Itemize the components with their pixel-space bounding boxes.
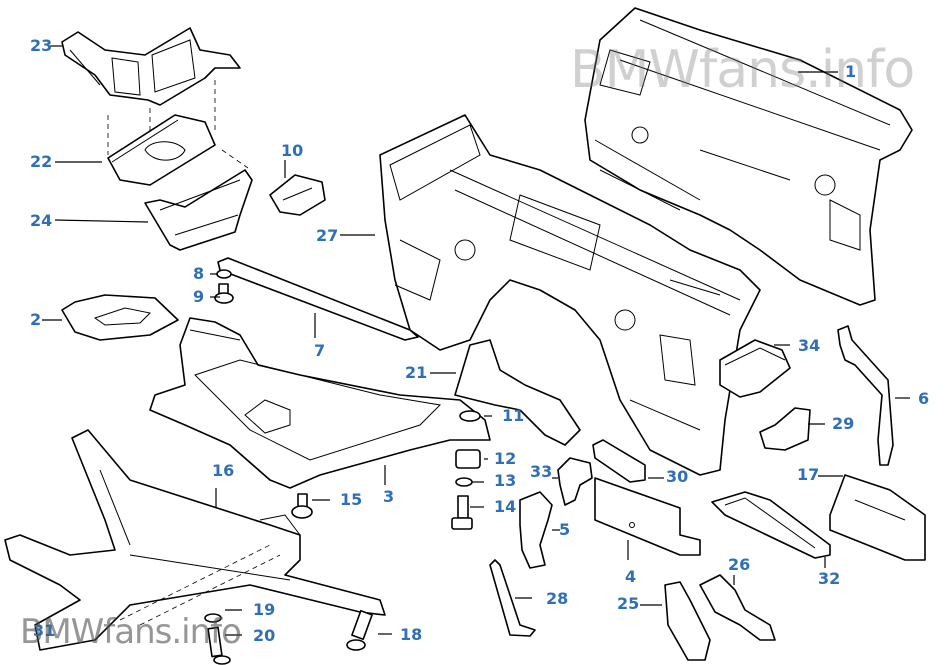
callout-4: 4 bbox=[625, 567, 637, 586]
callout-8: 8 bbox=[193, 264, 205, 283]
part-11-washer bbox=[459, 410, 481, 422]
part-28-rod bbox=[489, 559, 536, 637]
callout-29: 29 bbox=[832, 414, 855, 433]
part-12-bushing bbox=[455, 449, 481, 469]
callout-25: 25 bbox=[617, 594, 640, 613]
watermark-top: BMWfans.info bbox=[570, 40, 915, 100]
callout-32: 32 bbox=[818, 569, 841, 588]
callout-28: 28 bbox=[546, 589, 569, 608]
callout-14: 14 bbox=[494, 497, 517, 516]
callout-12: 12 bbox=[494, 449, 517, 468]
callout-3: 3 bbox=[383, 487, 395, 506]
callout-11: 11 bbox=[502, 406, 525, 425]
part-9-bolt bbox=[214, 283, 234, 304]
watermark-bottom: BMWfans.info bbox=[20, 612, 242, 652]
callout-27: 27 bbox=[316, 226, 339, 245]
callout-19: 19 bbox=[253, 600, 276, 619]
callout-20: 20 bbox=[253, 626, 276, 645]
part-32-trim bbox=[711, 491, 831, 559]
part-6-bracket bbox=[837, 325, 894, 466]
callout-10: 10 bbox=[281, 141, 304, 160]
part-20-bolt bbox=[207, 626, 231, 665]
part-3-floor-pan bbox=[149, 317, 491, 489]
callout-9: 9 bbox=[193, 287, 205, 306]
part-25-bracket bbox=[664, 581, 711, 661]
part-26-bracket bbox=[699, 574, 776, 641]
callout-5: 5 bbox=[559, 520, 571, 539]
callout-16: 16 bbox=[212, 461, 235, 480]
part-4-panel bbox=[594, 477, 701, 556]
part-16-crossmember bbox=[4, 429, 386, 651]
part-34-box-bracket bbox=[719, 339, 791, 398]
dash-line bbox=[119, 544, 271, 621]
part-15-bolt bbox=[291, 493, 313, 519]
leader-lines bbox=[42, 45, 910, 636]
callout-22: 22 bbox=[30, 152, 53, 171]
part-10-bracket bbox=[269, 174, 326, 216]
callout-34: 34 bbox=[798, 336, 821, 355]
part-29-bracket bbox=[759, 407, 811, 451]
part-5-duct bbox=[519, 491, 553, 569]
callout-1: 1 bbox=[845, 62, 857, 81]
part-27-bulkhead bbox=[379, 114, 761, 476]
part-22-tray bbox=[107, 114, 216, 186]
part-21-bracket bbox=[454, 339, 581, 446]
part-17-bracket bbox=[829, 474, 926, 561]
part-8-washer bbox=[216, 269, 232, 279]
dash-line bbox=[221, 149, 249, 169]
callout-7: 7 bbox=[314, 341, 326, 360]
callout-23: 23 bbox=[30, 36, 53, 55]
part-1-firewall-upper bbox=[584, 7, 913, 306]
part-19-washer bbox=[204, 613, 222, 623]
part-7-strut bbox=[217, 257, 419, 341]
part-18-bolt bbox=[346, 609, 373, 651]
callout-30: 30 bbox=[666, 467, 689, 486]
callout-31: 31 bbox=[33, 621, 56, 640]
part-33-bracket bbox=[557, 457, 593, 506]
part-30-bracket bbox=[592, 439, 646, 483]
part-14-bolt bbox=[451, 495, 473, 530]
callout-17: 17 bbox=[797, 465, 820, 484]
callout-26: 26 bbox=[728, 555, 751, 574]
part-24-trough bbox=[144, 169, 253, 251]
callout-24: 24 bbox=[30, 211, 53, 230]
dash-line bbox=[139, 554, 281, 626]
callout-33: 33 bbox=[530, 462, 553, 481]
callout-6: 6 bbox=[918, 389, 930, 408]
callout-13: 13 bbox=[494, 471, 517, 490]
callout-21: 21 bbox=[405, 363, 428, 382]
callout-18: 18 bbox=[400, 625, 423, 644]
part-23-bracket bbox=[61, 27, 241, 106]
callout-2: 2 bbox=[30, 310, 42, 329]
part-2-plate bbox=[61, 294, 179, 341]
part-13-washer bbox=[455, 477, 473, 487]
callout-15: 15 bbox=[340, 490, 363, 509]
